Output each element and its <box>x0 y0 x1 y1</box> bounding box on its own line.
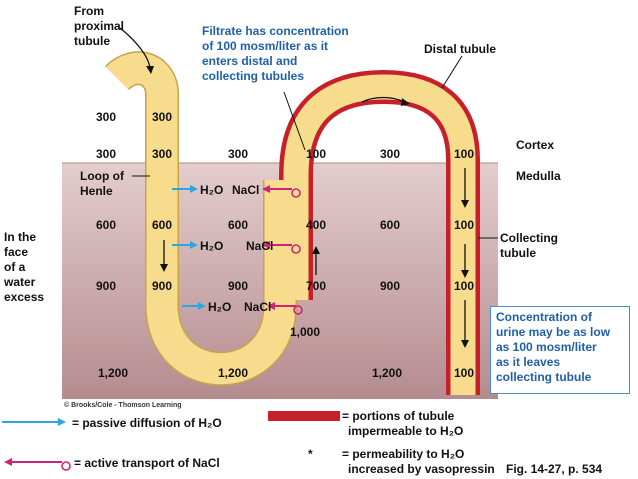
flow-arrow-distal <box>361 96 405 103</box>
distal-tubule <box>283 74 476 395</box>
h2o-label-3: H₂O <box>208 300 231 314</box>
callout-line: collecting tubule <box>496 370 592 384</box>
interstitial-right-value: 300 <box>380 147 400 161</box>
callout-line: as 100 mosm/liter <box>496 340 597 354</box>
callout-line: urine may be as low <box>496 325 611 339</box>
nacl-label-1: NaCl <box>232 183 259 197</box>
urine-concentration-callout: Concentration of urine may be as low as … <box>490 306 630 394</box>
collecting-tubule-label: Collecting <box>500 231 558 245</box>
flow-arrow-proximal <box>119 27 151 69</box>
callout-line: as it leaves <box>496 355 561 369</box>
interstitial-left-value: 600 <box>96 218 116 232</box>
nacl-label-2: NaCl <box>246 239 273 253</box>
collecting-tubule-value: 100 <box>454 366 474 380</box>
pointer-distal <box>441 55 463 89</box>
legend-passive: = passive diffusion of H₂O <box>2 416 222 430</box>
filtrate-note: of 100 mosm/liter as it <box>202 39 328 53</box>
water-excess-label: water <box>3 275 36 289</box>
flow-arrowhead-collecting-1 <box>461 200 469 208</box>
ascending-limb-value: 100 <box>306 147 326 161</box>
nacl-arrows <box>262 185 303 315</box>
legend-passive-text: = passive diffusion of H₂O <box>72 416 222 430</box>
legend-asterisk: * <box>308 447 313 461</box>
filtrate-note: Filtrate has concentration <box>202 24 349 38</box>
flow-arrowhead-ascending <box>312 246 320 254</box>
interstitial-left-value: 300 <box>96 110 116 124</box>
interstitial-middle-value: 300 <box>228 147 248 161</box>
flow-arrowhead-distal <box>401 98 410 106</box>
loop-of-henle-label: Loop of <box>80 169 125 183</box>
interstitial-left-value: 1,200 <box>98 366 128 380</box>
descending-limb-value: 300 <box>152 110 172 124</box>
ascending-limb-fill <box>268 180 294 300</box>
water-excess-label: of a <box>4 260 26 274</box>
medulla-label: Medulla <box>516 169 561 183</box>
descending-limb-value: 300 <box>152 147 172 161</box>
nacl-label-3: NaCl <box>244 300 271 314</box>
flow-arrowhead-collecting-3 <box>461 340 469 348</box>
interstitial-middle-value: 900 <box>228 279 248 293</box>
water-excess-label: In the <box>4 230 36 244</box>
pointer-filtrate <box>283 91 306 151</box>
legend-impermeable: = portions of tubule impermeable to H₂O <box>268 409 463 438</box>
from-proximal-label: From <box>74 4 104 18</box>
h2o-arrows <box>172 185 206 310</box>
legend-impermeable-text: impermeable to H₂O <box>348 424 463 438</box>
legend-impermeable-text: = portions of tubule <box>342 409 455 423</box>
legend-vasopressin: * = permeability to H₂O increased by vas… <box>308 447 495 476</box>
ascending-limb-value: 400 <box>306 218 326 232</box>
flow-arrowhead-collecting-2 <box>461 270 469 278</box>
h2o-label-1: H₂O <box>200 183 223 197</box>
collecting-tubule-value: 100 <box>454 147 474 161</box>
filtrate-note: enters distal and <box>202 54 297 68</box>
legend-active-text: = active transport of NaCl <box>74 456 220 470</box>
descending-limb-value: 600 <box>152 218 172 232</box>
interstitial-right-value: 1,200 <box>372 366 402 380</box>
distal-tubule-label: Distal tubule <box>424 42 496 56</box>
interstitial-middle-value: 1,200 <box>218 366 248 380</box>
collecting-tubule-value: 100 <box>454 218 474 232</box>
loop-of-henle-label: Henle <box>80 184 113 198</box>
interstitial-middle-value: 600 <box>228 218 248 232</box>
legend-vasopressin-text: = permeability to H₂O <box>342 447 464 461</box>
from-proximal-label: proximal <box>74 19 124 33</box>
loop-of-henle <box>106 52 296 385</box>
interstitial-left-value: 900 <box>96 279 116 293</box>
filtrate-note: collecting tubules <box>202 69 304 83</box>
water-excess-label: excess <box>4 290 44 304</box>
interstitial-left-value: 300 <box>96 147 116 161</box>
legend-active: = active transport of NaCl <box>4 456 220 471</box>
interstitial-right-value: 900 <box>380 279 400 293</box>
figure-reference: Fig. 14-27, p. 534 <box>506 462 602 476</box>
descending-limb-value: 900 <box>152 279 172 293</box>
copyright-label: © Brooks/Cole - Thomson Learning <box>64 401 182 409</box>
ascending-limb-value: 1,000 <box>290 325 320 339</box>
cortex-label: Cortex <box>516 138 554 152</box>
callout-line: Concentration of <box>496 310 592 324</box>
from-proximal-label: tubule <box>74 34 110 48</box>
flow-arrowhead-proximal <box>146 66 154 74</box>
h2o-label-2: H₂O <box>200 239 223 253</box>
ascending-limb-value: 700 <box>306 279 326 293</box>
legend-vasopressin-text: increased by vasopressin <box>348 462 495 476</box>
interstitial-right-value: 600 <box>380 218 400 232</box>
flow-arrowhead-descending <box>160 264 168 272</box>
collecting-tubule-label: tubule <box>500 246 536 260</box>
collecting-tubule-value: 100 <box>454 279 474 293</box>
water-excess-label: face <box>4 245 28 259</box>
